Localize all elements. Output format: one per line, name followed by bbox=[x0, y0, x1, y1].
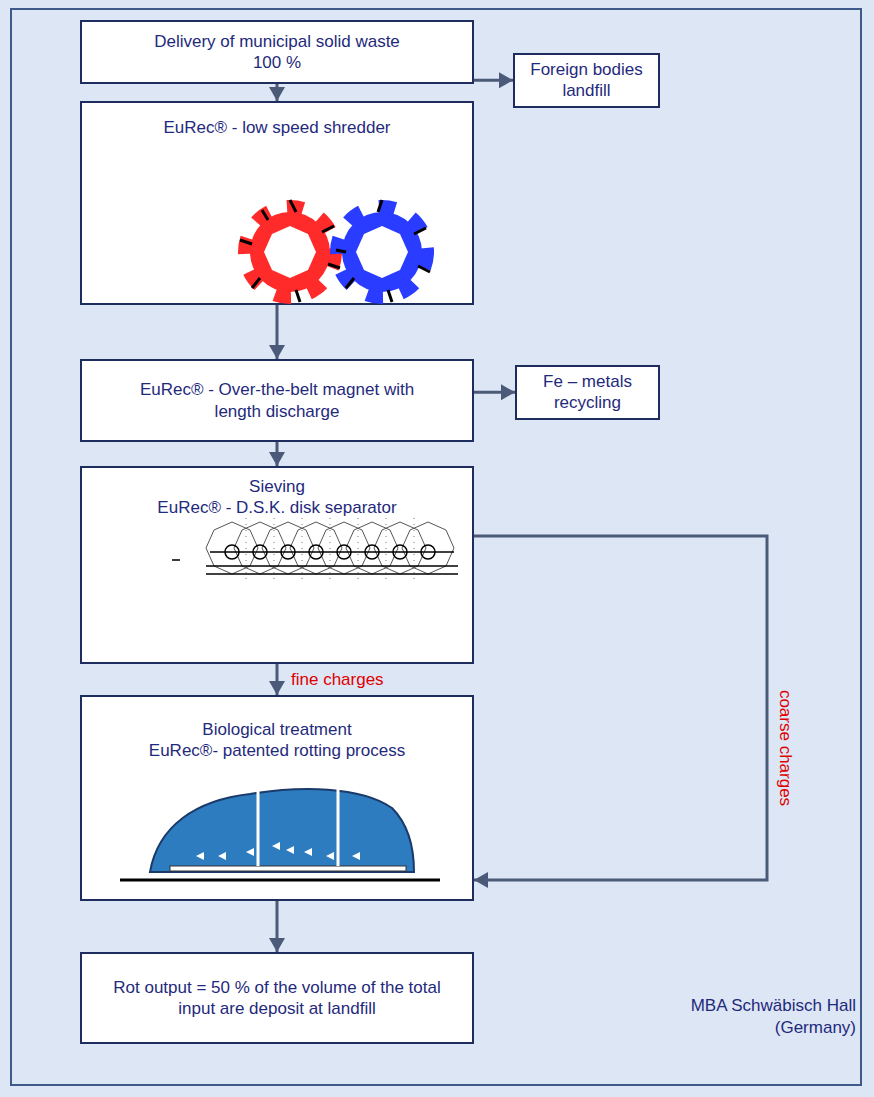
flow-arrow bbox=[276, 664, 279, 695]
process-box: Foreign bodies landfill bbox=[513, 53, 660, 108]
edge-label: fine charges bbox=[289, 670, 386, 690]
process-box: Rot output = 50 % of the volume of the t… bbox=[80, 952, 474, 1044]
shredder-rollers bbox=[240, 200, 430, 302]
box-text: Rot output = 50 % of the volume of the t… bbox=[107, 977, 447, 1020]
process-box: SievingEuRec® - D.S.K. disk separator bbox=[80, 466, 474, 664]
process-box: Biological treatmentEuRec®- patented rot… bbox=[80, 695, 474, 901]
flow-arrow bbox=[276, 305, 279, 359]
disk-separator bbox=[172, 518, 458, 580]
box-text: Biological treatment bbox=[202, 719, 351, 740]
process-box: EuRec® - low speed shredder bbox=[80, 101, 474, 305]
box-subtext: EuRec® - D.S.K. disk separator bbox=[157, 497, 396, 518]
flow-arrow bbox=[276, 84, 279, 101]
process-box: Fe – metals recycling bbox=[515, 365, 660, 420]
box-text: EuRec® - low speed shredder bbox=[163, 117, 390, 138]
box-text: Foreign bodies landfill bbox=[524, 59, 649, 102]
box-text: Delivery of municipal solid waste bbox=[154, 31, 400, 52]
rotting-heap bbox=[120, 784, 440, 880]
box-subtext: EuRec®- patented rotting process bbox=[149, 740, 405, 761]
flow-arrow bbox=[276, 442, 279, 466]
box-text: Fe – metals recycling bbox=[528, 371, 648, 414]
edge-label: coarse charges bbox=[775, 688, 795, 808]
box-text: Sieving bbox=[249, 476, 305, 497]
plant-caption: MBA Schwäbisch Hall (Germany) bbox=[626, 995, 856, 1039]
process-box: EuRec® - Over-the-belt magnet with lengt… bbox=[80, 359, 474, 442]
process-box: Delivery of municipal solid waste100 % bbox=[80, 20, 474, 84]
flow-arrow bbox=[474, 79, 513, 82]
flow-arrow bbox=[276, 901, 279, 952]
box-subtext: 100 % bbox=[253, 52, 301, 73]
box-text: EuRec® - Over-the-belt magnet with lengt… bbox=[122, 379, 432, 422]
flow-arrow bbox=[474, 536, 767, 880]
flow-arrow bbox=[474, 391, 515, 394]
